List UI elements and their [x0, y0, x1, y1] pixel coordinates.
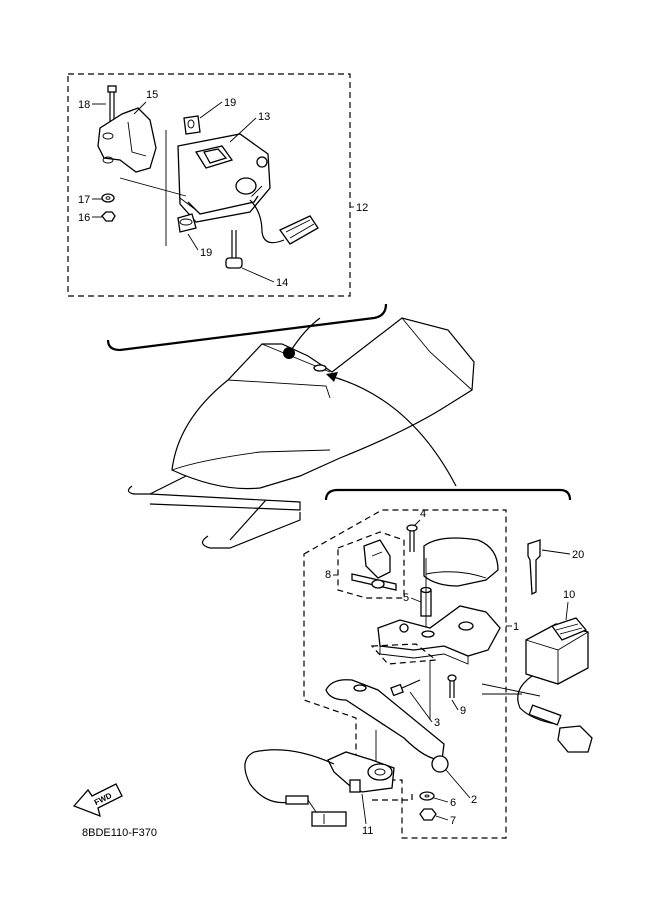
nut-7 — [419, 808, 437, 821]
callout-20: 20 — [572, 549, 584, 561]
callout-5: 5 — [403, 592, 409, 604]
module-10 — [525, 617, 589, 685]
bolt-18 — [107, 85, 117, 122]
snowmobile-outline — [171, 317, 475, 490]
lever-housing — [377, 605, 501, 665]
callout-13: 13 — [258, 111, 270, 123]
callout-1: 1 — [513, 621, 519, 633]
callout-16: 16 — [78, 212, 90, 224]
connector-12 — [279, 215, 319, 245]
assembly-12-box — [67, 73, 351, 297]
callout-8: 8 — [325, 569, 331, 581]
switch-connector — [285, 795, 347, 827]
drawing-code: 8BDE110-F370 — [82, 827, 157, 839]
callout-3: 3 — [434, 717, 440, 729]
callout-18: 18 — [78, 99, 90, 111]
actuator-location-dot — [283, 347, 295, 359]
clip-8 — [351, 539, 397, 591]
top-brace — [106, 303, 388, 352]
callout-11: 11 — [362, 825, 373, 837]
washer-6 — [419, 791, 435, 801]
nut-16 — [101, 211, 116, 222]
callout-19-bottom: 19 — [200, 247, 212, 259]
assembly-8-box — [337, 531, 405, 599]
module-cable — [517, 675, 557, 725]
ski-left — [127, 485, 301, 511]
callout-19-top: 19 — [224, 97, 236, 109]
callout-9: 9 — [460, 705, 466, 717]
callout-17: 17 — [78, 194, 90, 206]
callout-4: 4 — [420, 508, 426, 520]
screw-4 — [406, 524, 418, 552]
bracket-15 — [97, 107, 157, 173]
actuator-housing-13 — [177, 133, 271, 223]
location-arrow-line — [329, 375, 457, 487]
screw-9 — [447, 674, 457, 698]
grommet-19-top — [183, 115, 201, 135]
actuator-cable — [249, 199, 285, 244]
fwd-arrow-icon: FWD — [72, 783, 123, 818]
callout-15: 15 — [146, 89, 158, 101]
callout-10: 10 — [563, 589, 575, 601]
washer-17 — [101, 193, 115, 203]
callout-12: 12 — [356, 202, 368, 214]
brake-switch-11 — [327, 751, 395, 793]
callout-6: 6 — [450, 797, 456, 809]
lever-cover — [423, 537, 499, 587]
grommet-19-bottom — [177, 213, 197, 233]
screw-14 — [225, 230, 243, 269]
bolt-3 — [390, 679, 421, 697]
cable-tie-20 — [527, 539, 541, 596]
module-connector — [528, 704, 593, 753]
callout-14: 14 — [276, 277, 288, 289]
assembly-1-outline — [303, 509, 507, 839]
switch-cable — [244, 749, 335, 804]
bottom-brace — [324, 488, 572, 501]
brake-lever-2 — [325, 679, 449, 773]
callout-2: 2 — [471, 794, 477, 806]
callout-7: 7 — [450, 815, 456, 827]
